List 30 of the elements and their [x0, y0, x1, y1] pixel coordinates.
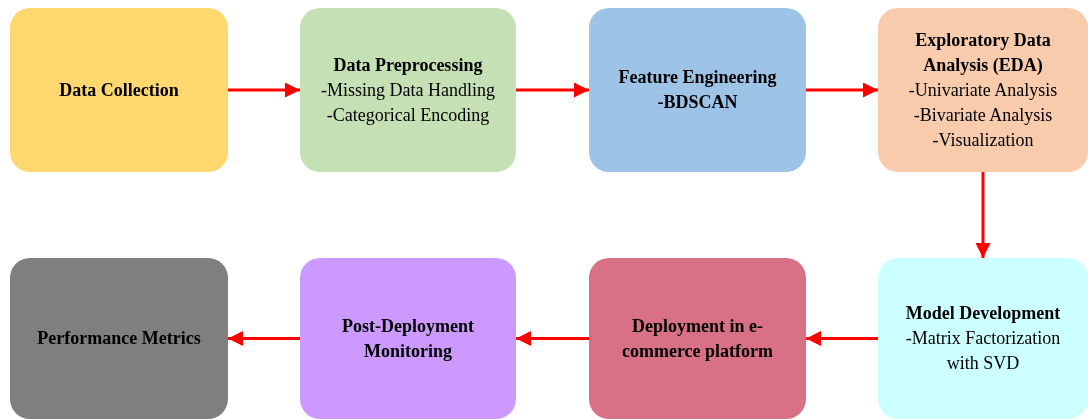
arrow [806, 82, 878, 98]
arrow [228, 82, 300, 98]
process-box [589, 8, 806, 172]
box-title: Exploratory Data Analysis (EDA) [914, 28, 1052, 77]
box-text: -Missing Data Handling [321, 78, 495, 102]
arrow [516, 331, 589, 346]
process-box [300, 8, 516, 172]
box-title: Data Collection [59, 78, 179, 102]
box-text: -Univariate Analysis [908, 78, 1058, 102]
box-text: -Bivariate Analysis [913, 103, 1053, 127]
arrow [975, 172, 991, 258]
box-title: Feature Engineering [618, 66, 777, 89]
box-title: Model Development [905, 302, 1061, 325]
process-box [589, 258, 806, 419]
box-title: Deployment in e-commerce platform [620, 314, 775, 363]
arrow [516, 82, 589, 98]
box-title: Data Preprocessing [333, 53, 483, 77]
box-text: -BDSCAN [657, 91, 738, 114]
process-box [300, 258, 516, 419]
box-text: -Categorical Encoding [326, 103, 490, 127]
arrow [806, 331, 878, 346]
process-box [878, 8, 1088, 172]
process-box [878, 258, 1088, 419]
box-text: -Matrix Factorization with SVD [904, 327, 1062, 375]
arrow [228, 331, 300, 346]
box-text: -Visualization [932, 128, 1034, 152]
process-box [10, 8, 228, 172]
process-box [10, 258, 228, 419]
box-title: Performance Metrics [37, 327, 201, 350]
box-title: Post-Deployment Monitoring [341, 314, 475, 363]
